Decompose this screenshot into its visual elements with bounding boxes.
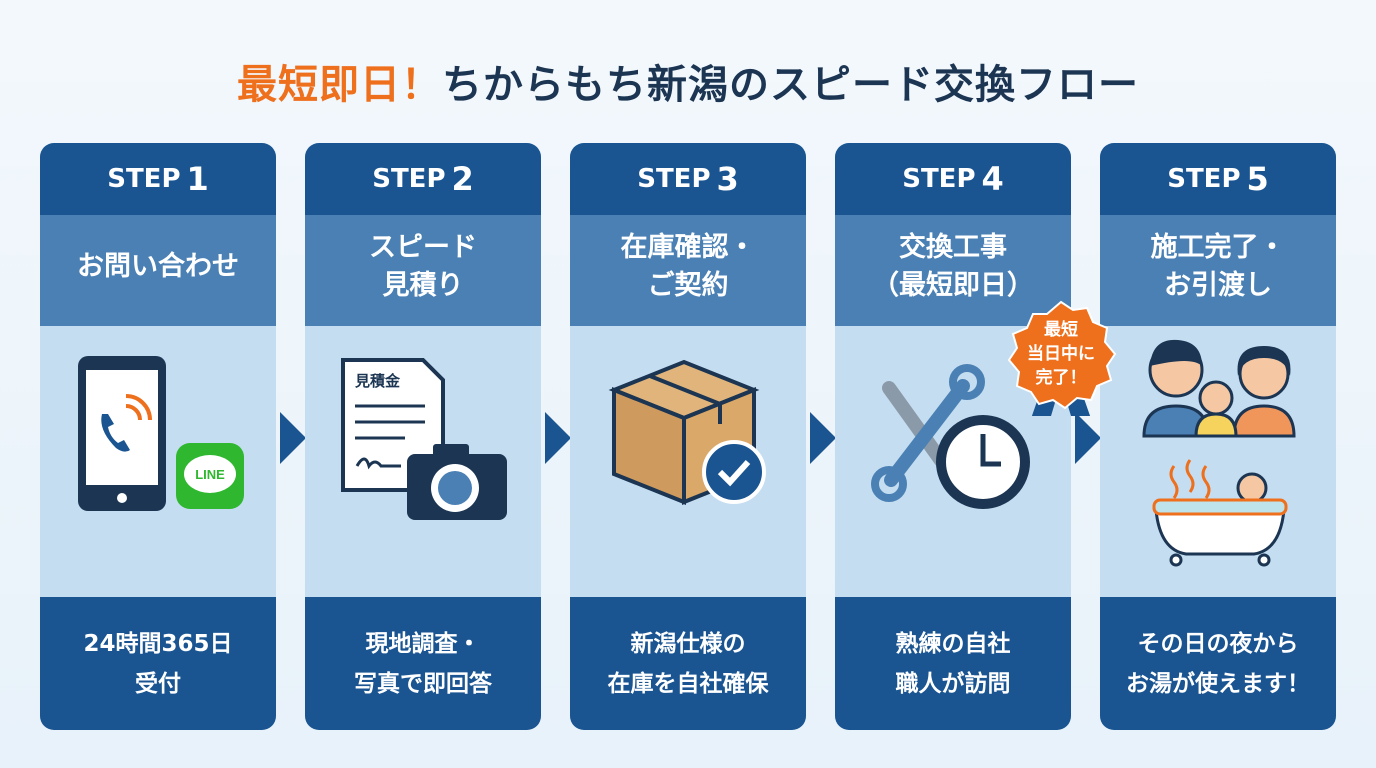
family-bath-icon [1100, 326, 1336, 597]
step-title: お問い合わせ [40, 215, 276, 326]
step-title: 交換工事 （最短即日） [835, 215, 1071, 326]
arrow-right-icon [280, 412, 306, 464]
step-title: 施工完了・ お引渡し [1100, 215, 1336, 326]
estimate-camera-icon: 見積金 [305, 326, 541, 597]
arrow-right-icon [545, 412, 571, 464]
step-title: スピード 見積り [305, 215, 541, 326]
svg-text:LINE: LINE [195, 467, 225, 482]
step-description: 現地調査・ 写真で即回答 [305, 597, 541, 730]
box-check-icon [570, 326, 806, 597]
svg-text:見積金: 見積金 [354, 372, 401, 390]
arrow-right-icon [1075, 412, 1101, 464]
arrow-right-icon [810, 412, 836, 464]
step-description: 24時間365日 受付 [40, 597, 276, 730]
page-title: 最短即日！ちからもち新潟のスピード交換フロー [237, 62, 1139, 108]
step-title: 在庫確認・ ご契約 [570, 215, 806, 326]
same-day-badge-icon [1007, 300, 1117, 416]
wrench-clock-icon [835, 326, 1071, 597]
step-description: 熟練の自社 職人が訪問 [835, 597, 1071, 730]
same-day-badge-text: 最短 当日中に 完了！ [1027, 320, 1095, 388]
step-description: 新潟仕様の 在庫を自社確保 [570, 597, 806, 730]
smartphone-line-icon: LINE [40, 326, 276, 597]
step-description: その日の夜から お湯が使えます！ [1100, 597, 1336, 730]
